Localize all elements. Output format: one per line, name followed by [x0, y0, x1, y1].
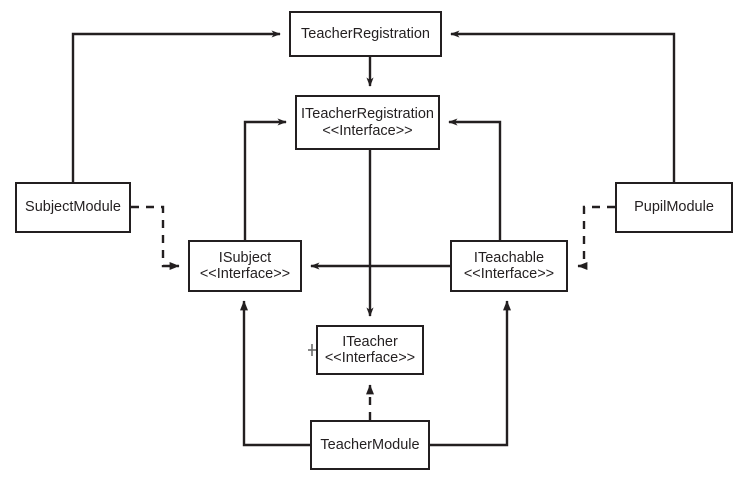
edge-subject-module-to-teacher-registration: [71, 30, 281, 182]
node-pupil-module[interactable]: PupilModule: [615, 182, 733, 233]
node-label: ITeachable: [473, 249, 545, 266]
edge-pupil-module-realizes-iteachable: [577, 205, 615, 270]
node-label: ITeacherRegistration: [301, 106, 434, 123]
node-teacher-module[interactable]: TeacherModule: [310, 420, 430, 470]
edge-isubject-to-iteacher-registration: [243, 118, 287, 240]
node-label: PupilModule: [634, 199, 714, 216]
node-label: SubjectModule: [25, 199, 121, 216]
node-stereotype: <<Interface>>: [324, 350, 416, 366]
node-label: TeacherRegistration: [301, 25, 430, 42]
edge-teacher-module-to-iteachable: [430, 300, 511, 447]
edge-pupil-module-to-teacher-registration: [450, 30, 676, 182]
node-label: ITeacher: [342, 333, 398, 350]
node-label: ISubject: [218, 249, 272, 266]
edge-iteachable-to-iteacher-registration: [448, 118, 502, 240]
node-iteacher-registration[interactable]: ITeacherRegistration <<Interface>>: [295, 95, 440, 150]
node-stereotype: <<Interface>>: [199, 266, 291, 282]
node-teacher-registration[interactable]: TeacherRegistration: [289, 11, 442, 57]
edge-teacher-module-to-isubject: [240, 300, 310, 447]
node-iteachable[interactable]: ITeachable <<Interface>>: [450, 240, 568, 292]
node-stereotype: <<Interface>>: [322, 122, 413, 139]
node-iteacher[interactable]: ITeacher <<Interface>>: [316, 325, 424, 375]
node-subject-module[interactable]: SubjectModule: [15, 182, 131, 233]
node-label: TeacherModule: [320, 436, 420, 453]
node-isubject[interactable]: ISubject <<Interface>>: [188, 240, 302, 292]
edge-subject-module-realizes-isubject: [131, 205, 180, 270]
node-stereotype: <<Interface>>: [463, 266, 555, 282]
